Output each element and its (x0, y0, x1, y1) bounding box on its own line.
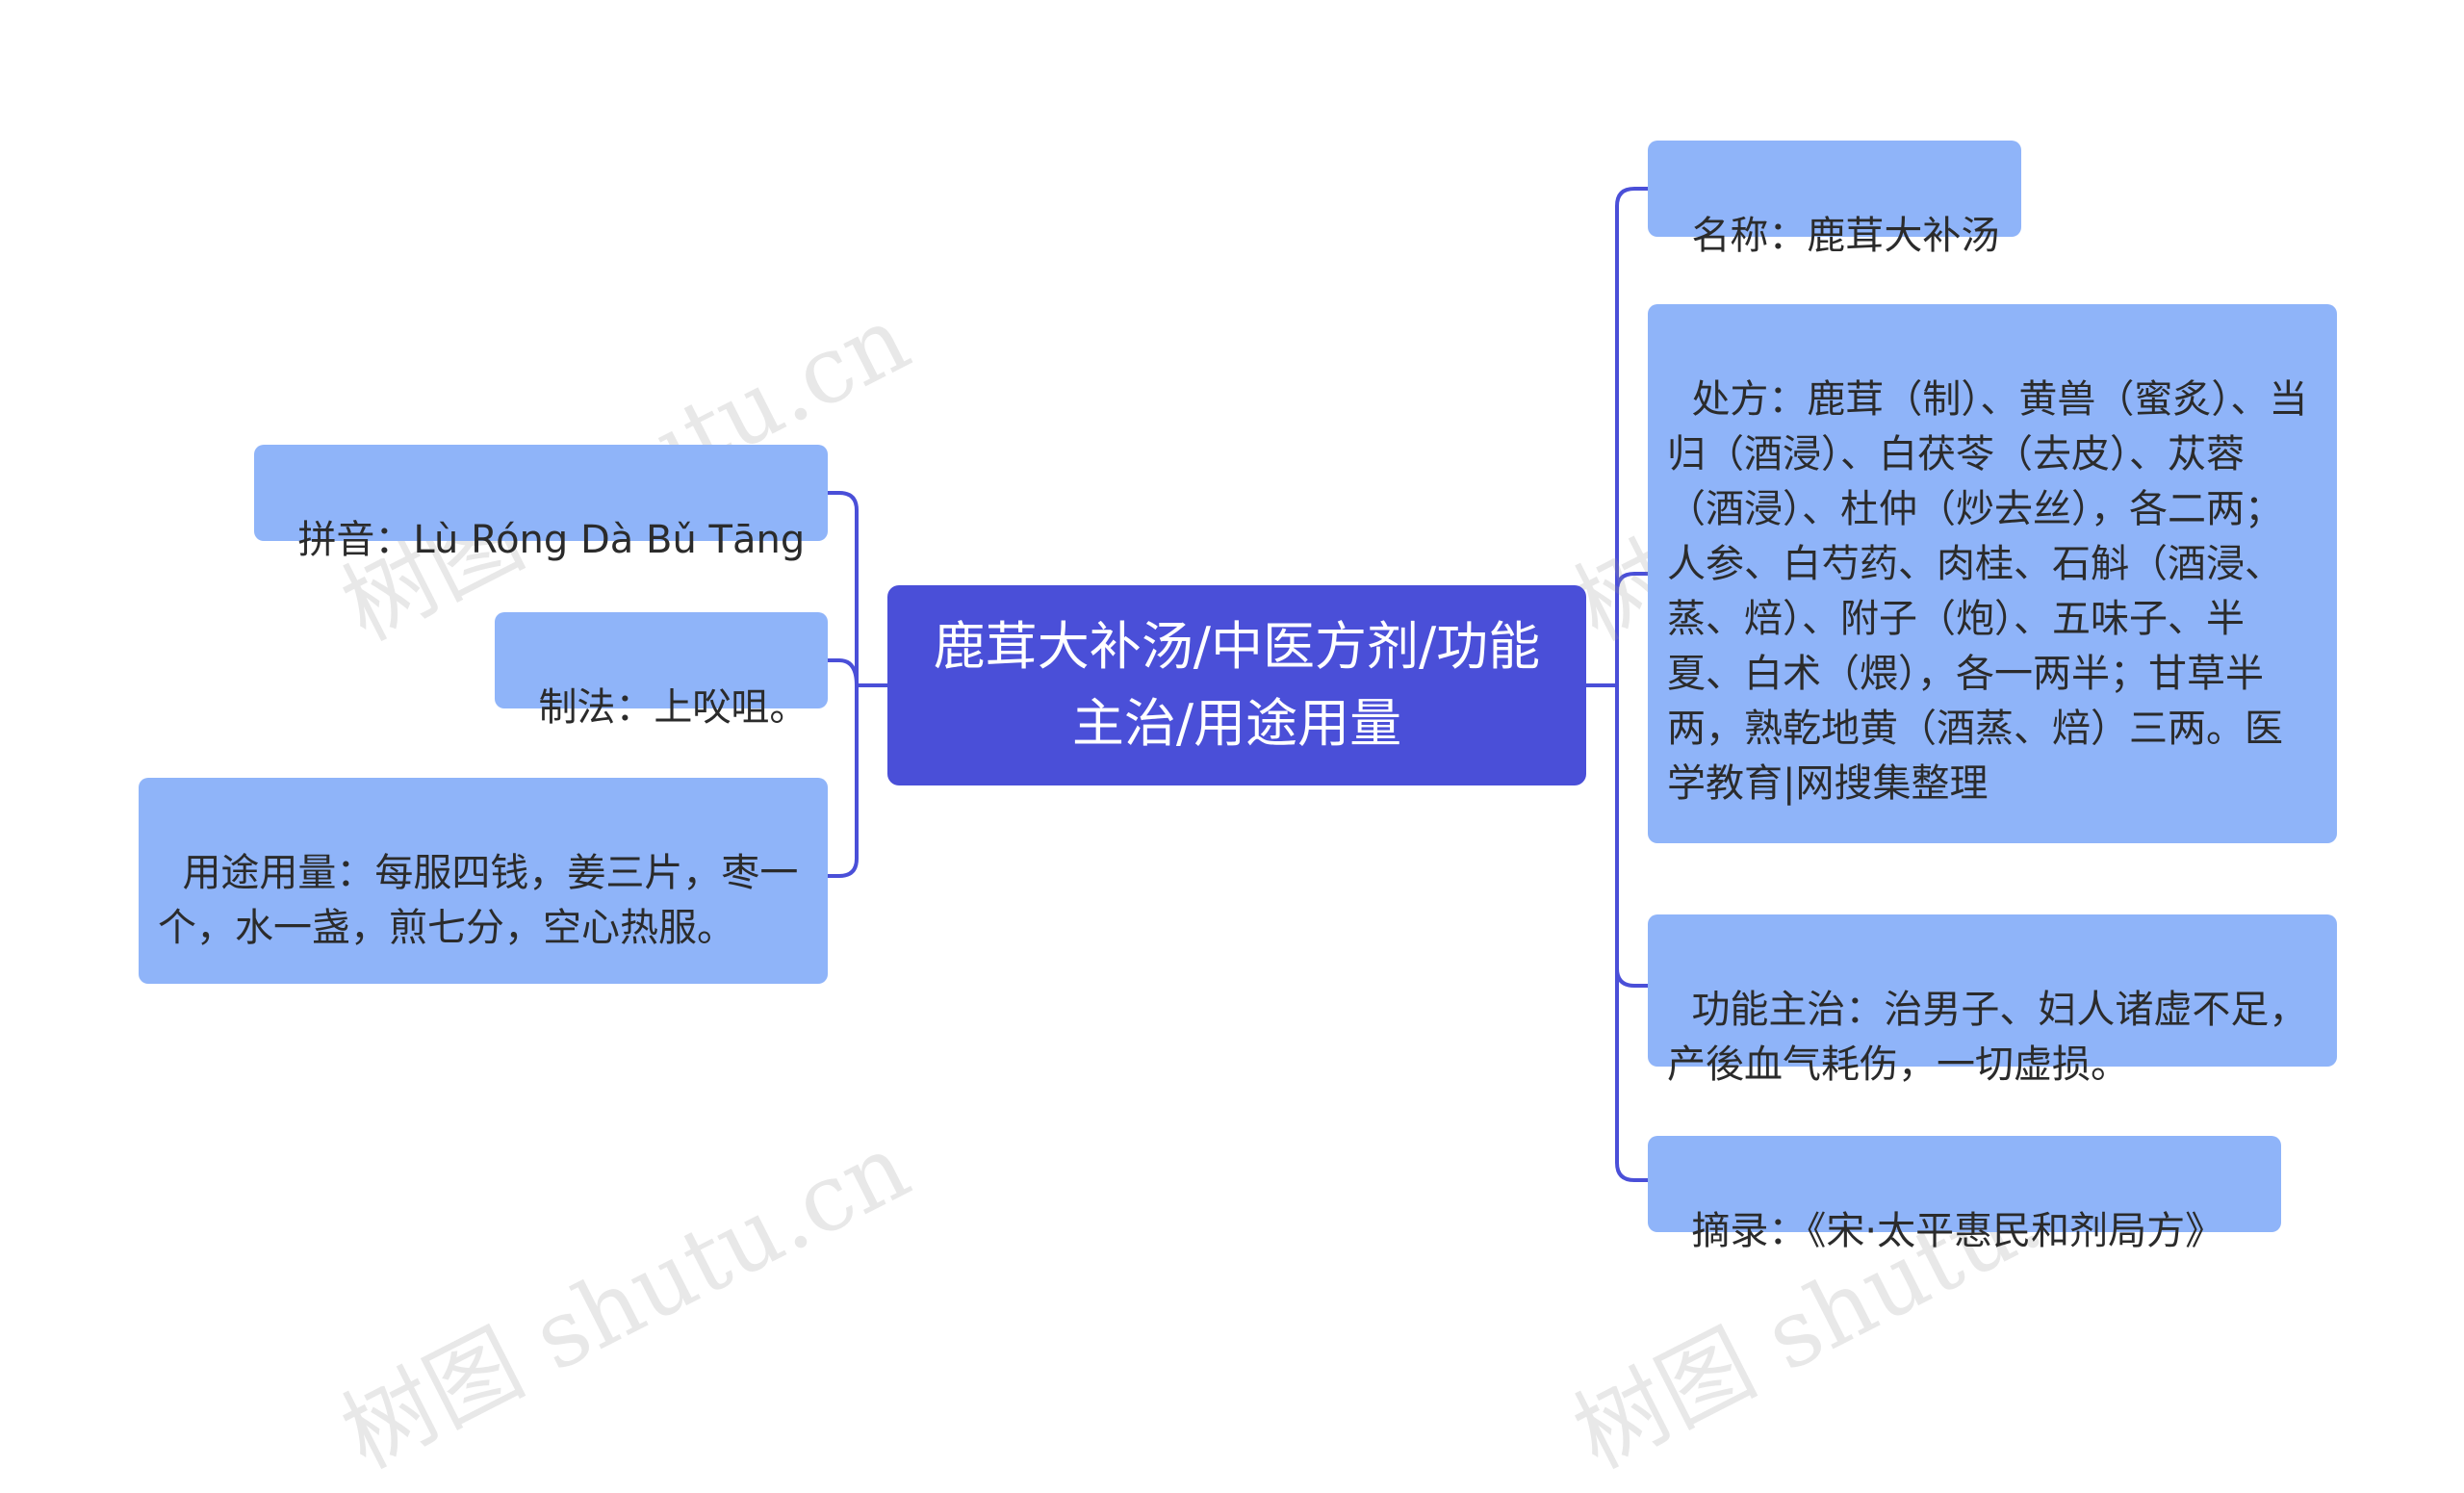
root-topic-label: 鹿茸大补汤/中医方剂/功能主治/用途用量 (933, 616, 1541, 754)
left-node-method[interactable]: 制法：上㕮咀。 (495, 612, 828, 730)
right-node-name[interactable]: 名称：鹿茸大补汤 (1648, 141, 2021, 258)
right-node-recipe-label: 处方：鹿茸（制）、黄兽（蜜炙）、当归（酒浸）、白茯苓（去皮）、苁蓉（酒浸）、杜仲… (1667, 377, 2308, 806)
connector-right-source (1615, 685, 1648, 1182)
left-node-method-label: 制法：上㕮咀。 (538, 685, 808, 730)
right-node-source[interactable]: 摘录：《宋·太平惠民和剂局方》 (1648, 1136, 2281, 1253)
right-node-name-label: 名称：鹿茸大补汤 (1691, 214, 2000, 258)
connector-left-usage (828, 685, 859, 878)
right-node-source-label: 摘录：《宋·太平惠民和剂局方》 (1691, 1209, 2224, 1253)
right-node-recipe[interactable]: 处方：鹿茸（制）、黄兽（蜜炙）、当归（酒浸）、白茯苓（去皮）、苁蓉（酒浸）、杜仲… (1648, 304, 2337, 843)
left-node-usage-label: 用途用量：每服四钱，姜三片，枣一个，水一盏，煎七分，空心热服。 (158, 851, 799, 950)
left-node-pinyin[interactable]: 拼音：Lù Róng Dà Bǔ Tāng (254, 445, 828, 562)
connector-left-pinyin (828, 491, 859, 685)
connector-left-method (828, 658, 859, 686)
connector-right-function (1615, 685, 1648, 988)
root-topic[interactable]: 鹿茸大补汤/中医方剂/功能主治/用途用量 (887, 585, 1586, 785)
right-node-function[interactable]: 功能主治：治男子、妇人诸虚不足，产後血气耗伤，一切虚损。 (1648, 914, 2337, 1087)
connector-right-name (1615, 187, 1648, 685)
connector-right-recipe (1615, 572, 1648, 685)
left-node-pinyin-label: 拼音：Lù Róng Dà Bǔ Tāng (297, 518, 806, 562)
connector-lines (828, 187, 1648, 1182)
left-node-usage[interactable]: 用途用量：每服四钱，姜三片，枣一个，水一盏，煎七分，空心热服。 (139, 778, 828, 984)
right-node-function-label: 功能主治：治男子、妇人诸虚不足，产後血气耗伤，一切虚损。 (1667, 988, 2308, 1087)
